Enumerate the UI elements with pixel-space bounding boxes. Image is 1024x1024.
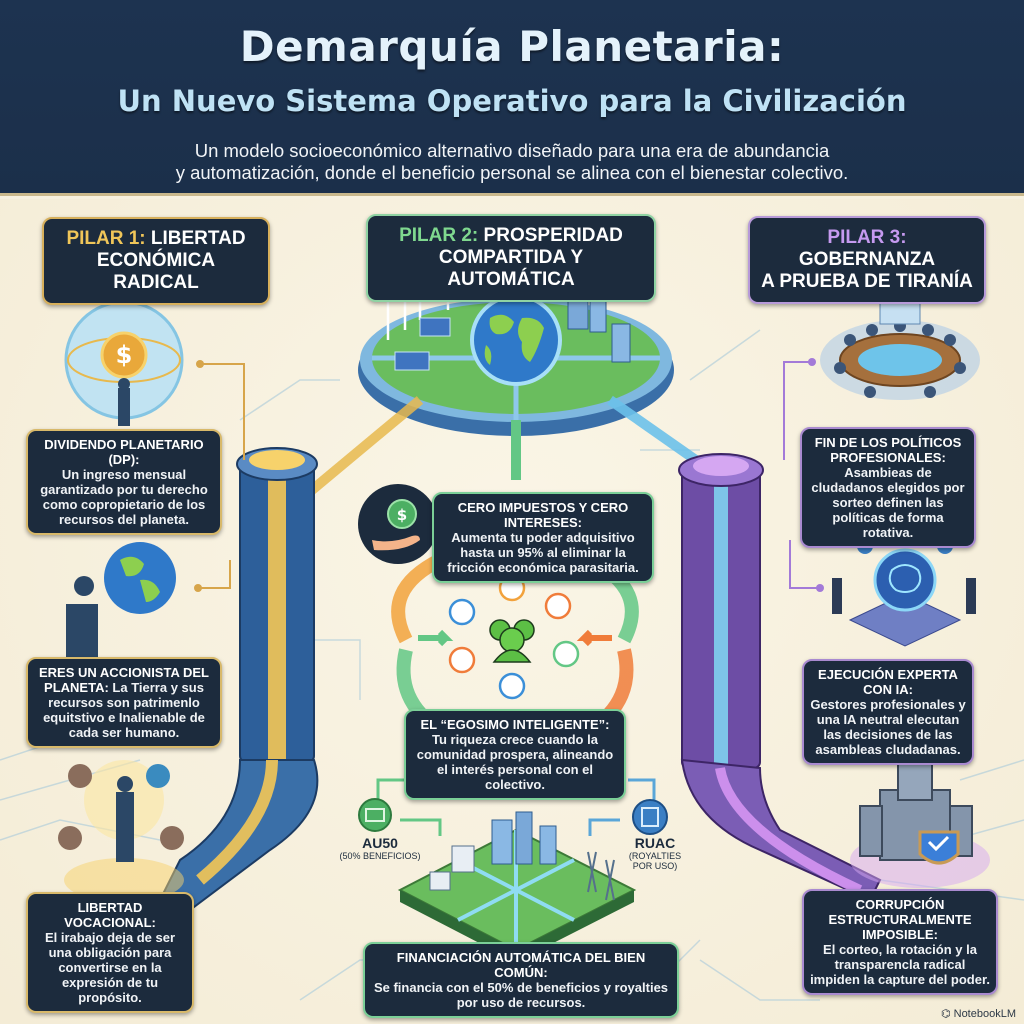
info-box-fin-politicos: FIN DE LOS POLÍTICOS PROFESIONALES: Asam… xyxy=(800,427,976,548)
info-box-ejecucion-ia: EJECUCIÓN EXPERTA CON IA: Gestores profe… xyxy=(802,659,974,765)
info-box-cero-impuestos: CERO IMPUESTOS Y CERO INTERESES: Aumenta… xyxy=(432,492,654,583)
community-cycle-icon xyxy=(391,553,639,736)
pillar-1-header: PILAR 1: LIBERTAD ECONÓMICA RADICAL xyxy=(42,217,270,305)
page-description: Un modelo socioeconómico alternativo dis… xyxy=(175,140,849,183)
pillar-3-header: PILAR 3: GOBERNANZA A PRUEBA DE TIRANÍA xyxy=(748,216,986,304)
assembly-table-icon xyxy=(820,299,980,400)
page-subtitle: Un Nuevo Sistema Operativo para la Civil… xyxy=(117,84,907,118)
info-box-corrupcion-imposible: CORRUPCIÓN ESTRUCTURALMENTE IMPOSIBLE: E… xyxy=(802,889,998,995)
notebooklm-watermark: ⌬ NotebookLM xyxy=(940,1008,1016,1020)
info-box-financiacion-bien-comun: FINANCIACIÓN AUTOMÁTICA DEL BIEN COMÚN: … xyxy=(363,942,679,1018)
notebooklm-logo-icon: ⌬ xyxy=(940,1008,954,1020)
flow-label-ruac: RUAC (ROYALTIES POR USO) xyxy=(628,835,682,871)
info-box-dividendo-planetario: DIVIDENDO PLANETARIO (DP): Un ingreso me… xyxy=(26,429,222,535)
info-box-libertad-vocacional: LIBERTAD VOCACIONAL: El irabajo deja de … xyxy=(26,892,194,1013)
svg-text:$: $ xyxy=(397,506,407,524)
page-title: Demarquía Planetaria: xyxy=(239,22,785,71)
pillar-2-header: PILAR 2: PROSPERIDAD COMPARTIDA Y AUTOMÁ… xyxy=(366,214,656,302)
info-box-egoismo-inteligente: EL “EGOSIMO INTELIGENTE”: Tu riqueza cre… xyxy=(404,709,626,800)
diagram-illustration: $ $ xyxy=(0,270,1024,1001)
person-glow-icon xyxy=(58,760,184,902)
city-island-icon xyxy=(397,811,637,962)
svg-text:$: $ xyxy=(116,341,133,369)
coin-globe-icon: $ xyxy=(64,300,184,426)
banknote-icon xyxy=(358,798,392,832)
header-banner: Demarquía Planetaria: Un Nuevo Sistema O… xyxy=(0,0,1024,196)
flow-label-au50: AU50 (50% BENEFICIOS) xyxy=(339,835,421,861)
info-box-accionista-planeta: ERES UN ACCIONISTA DEL PLANETA: La Tierr… xyxy=(26,657,222,748)
pillar-1-tower-icon xyxy=(158,447,319,912)
diagram-canvas: $ $ xyxy=(0,199,1024,1024)
hand-money-icon: $ xyxy=(358,484,438,564)
pillar-3-tower-icon xyxy=(678,453,882,902)
document-icon xyxy=(632,799,668,835)
